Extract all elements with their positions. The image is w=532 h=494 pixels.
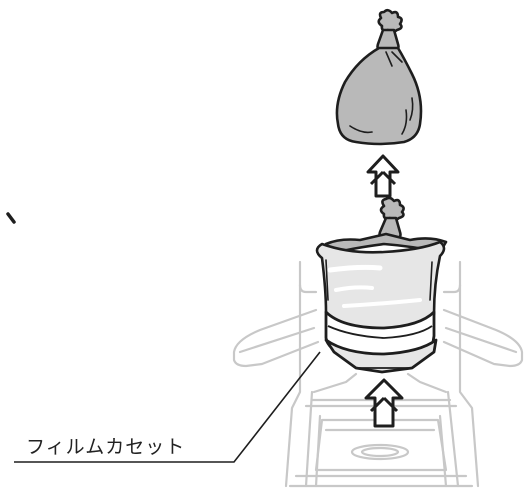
double-up-arrow-icon: [368, 156, 398, 196]
stray-tick-mark: [8, 214, 14, 222]
bag-in-film-cassette: [317, 198, 446, 332]
film-cassette-label: フィルムカセット: [26, 434, 185, 460]
tied-bag-icon: [337, 10, 421, 144]
